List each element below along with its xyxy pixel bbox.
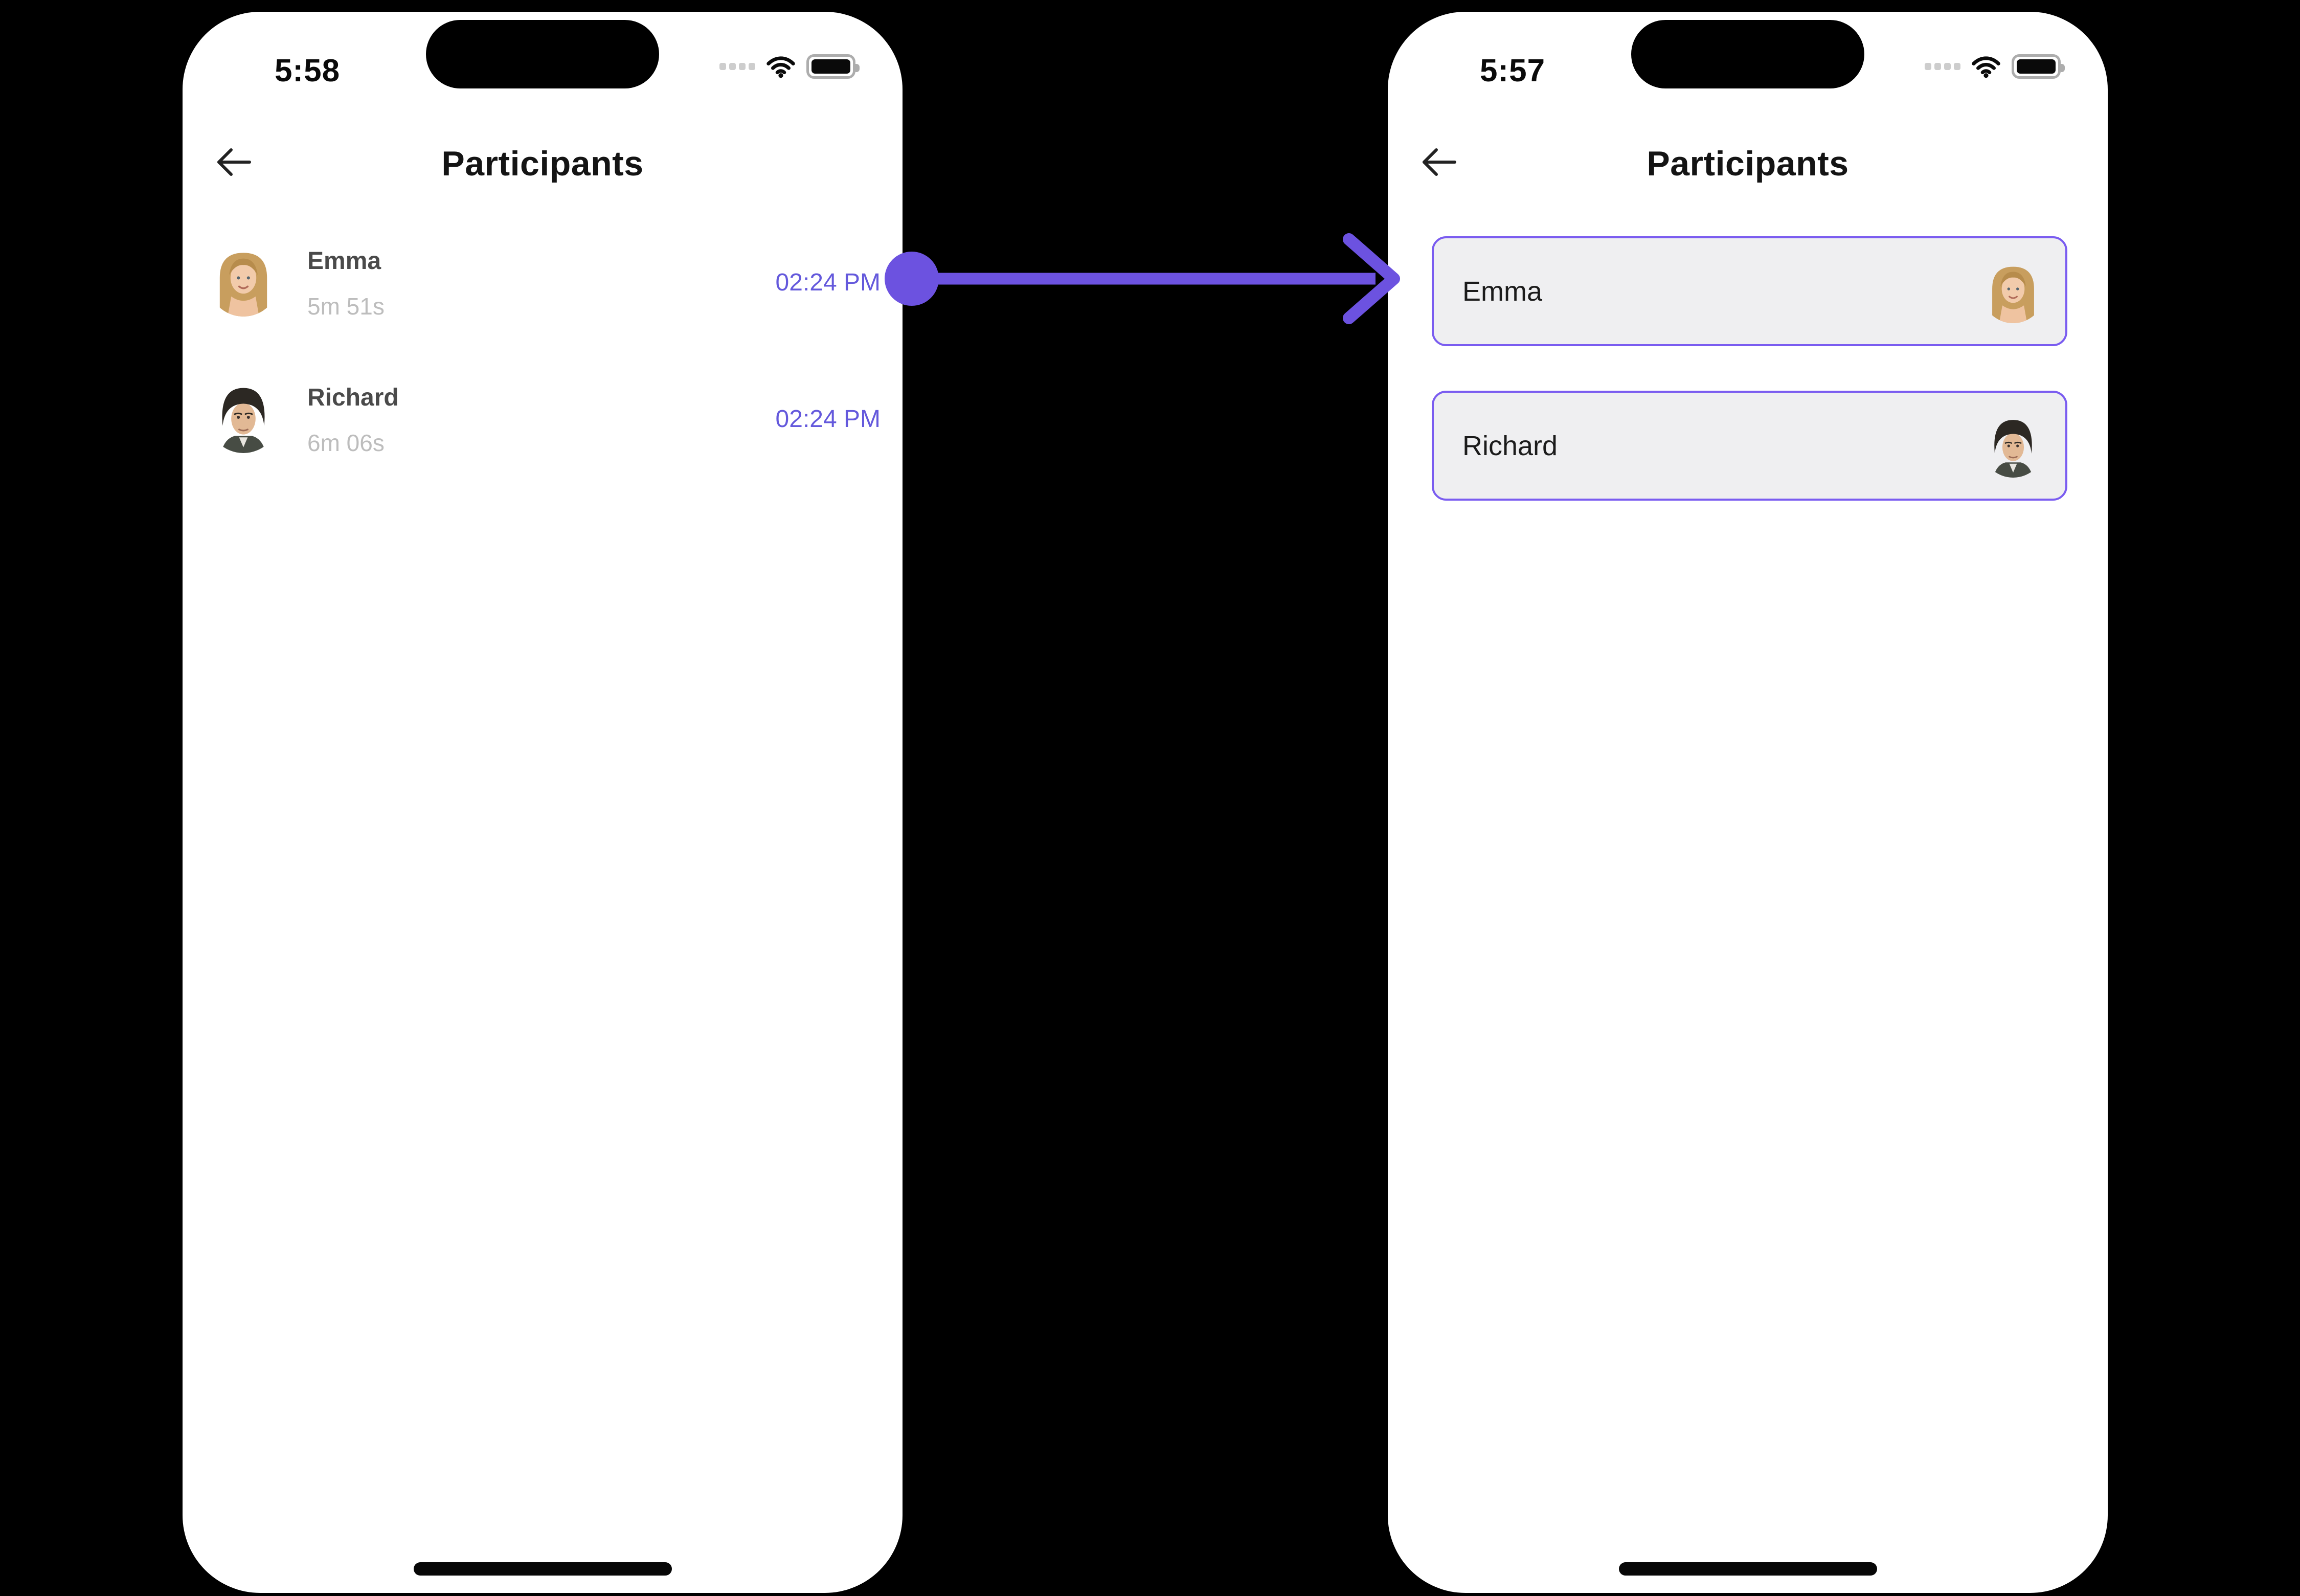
participant-name: Richard	[1462, 430, 1558, 461]
emma-avatar	[208, 245, 279, 317]
participant-name: Richard	[307, 384, 399, 411]
status-icons	[1925, 52, 2065, 81]
arrow-left-icon	[213, 145, 254, 179]
arrow-left-icon	[1418, 145, 1459, 179]
page-title: Participants	[441, 144, 644, 183]
home-indicator[interactable]	[414, 1562, 672, 1576]
home-indicator[interactable]	[1619, 1562, 1877, 1576]
flow-arrow-icon	[885, 233, 1400, 324]
participant-card[interactable]: Richard	[1432, 391, 2067, 501]
status-time: 5:58	[274, 53, 341, 88]
participant-duration: 5m 51s	[307, 293, 385, 320]
participant-duration: 6m 06s	[307, 430, 385, 456]
participant-timestamp: 02:24 PM	[775, 269, 881, 296]
battery-icon	[806, 54, 860, 79]
cellular-dots-icon	[719, 63, 755, 70]
battery-icon	[2012, 54, 2065, 79]
cellular-dots-icon	[1925, 63, 1960, 70]
phone-before: 5:58 Participants Emma 5m 51s 02:24 PM R…	[183, 12, 903, 1593]
emma-avatar	[1981, 260, 2045, 323]
phone-after: 5:57 Participants Emma Richard	[1388, 12, 2108, 1593]
back-button[interactable]	[1416, 144, 1460, 182]
dynamic-island	[426, 20, 659, 88]
participant-card[interactable]: Emma	[1432, 236, 2067, 346]
page-title: Participants	[1647, 144, 1849, 183]
participant-name: Emma	[307, 248, 381, 275]
status-icons	[719, 52, 860, 81]
participant-timestamp: 02:24 PM	[775, 406, 881, 433]
status-time: 5:57	[1479, 53, 1546, 88]
richard-avatar	[1981, 414, 2045, 478]
back-button[interactable]	[211, 144, 255, 182]
participant-list: Emma 5m 51s 02:24 PM Richard 6m 06s 02:2…	[208, 245, 882, 518]
wifi-icon	[765, 55, 796, 78]
participant-name: Emma	[1462, 276, 1543, 307]
dynamic-island	[1631, 20, 1864, 88]
wifi-icon	[1971, 55, 2001, 78]
participant-row[interactable]: Richard 6m 06s 02:24 PM	[208, 381, 882, 456]
richard-avatar	[208, 381, 279, 453]
participant-row[interactable]: Emma 5m 51s 02:24 PM	[208, 245, 882, 320]
